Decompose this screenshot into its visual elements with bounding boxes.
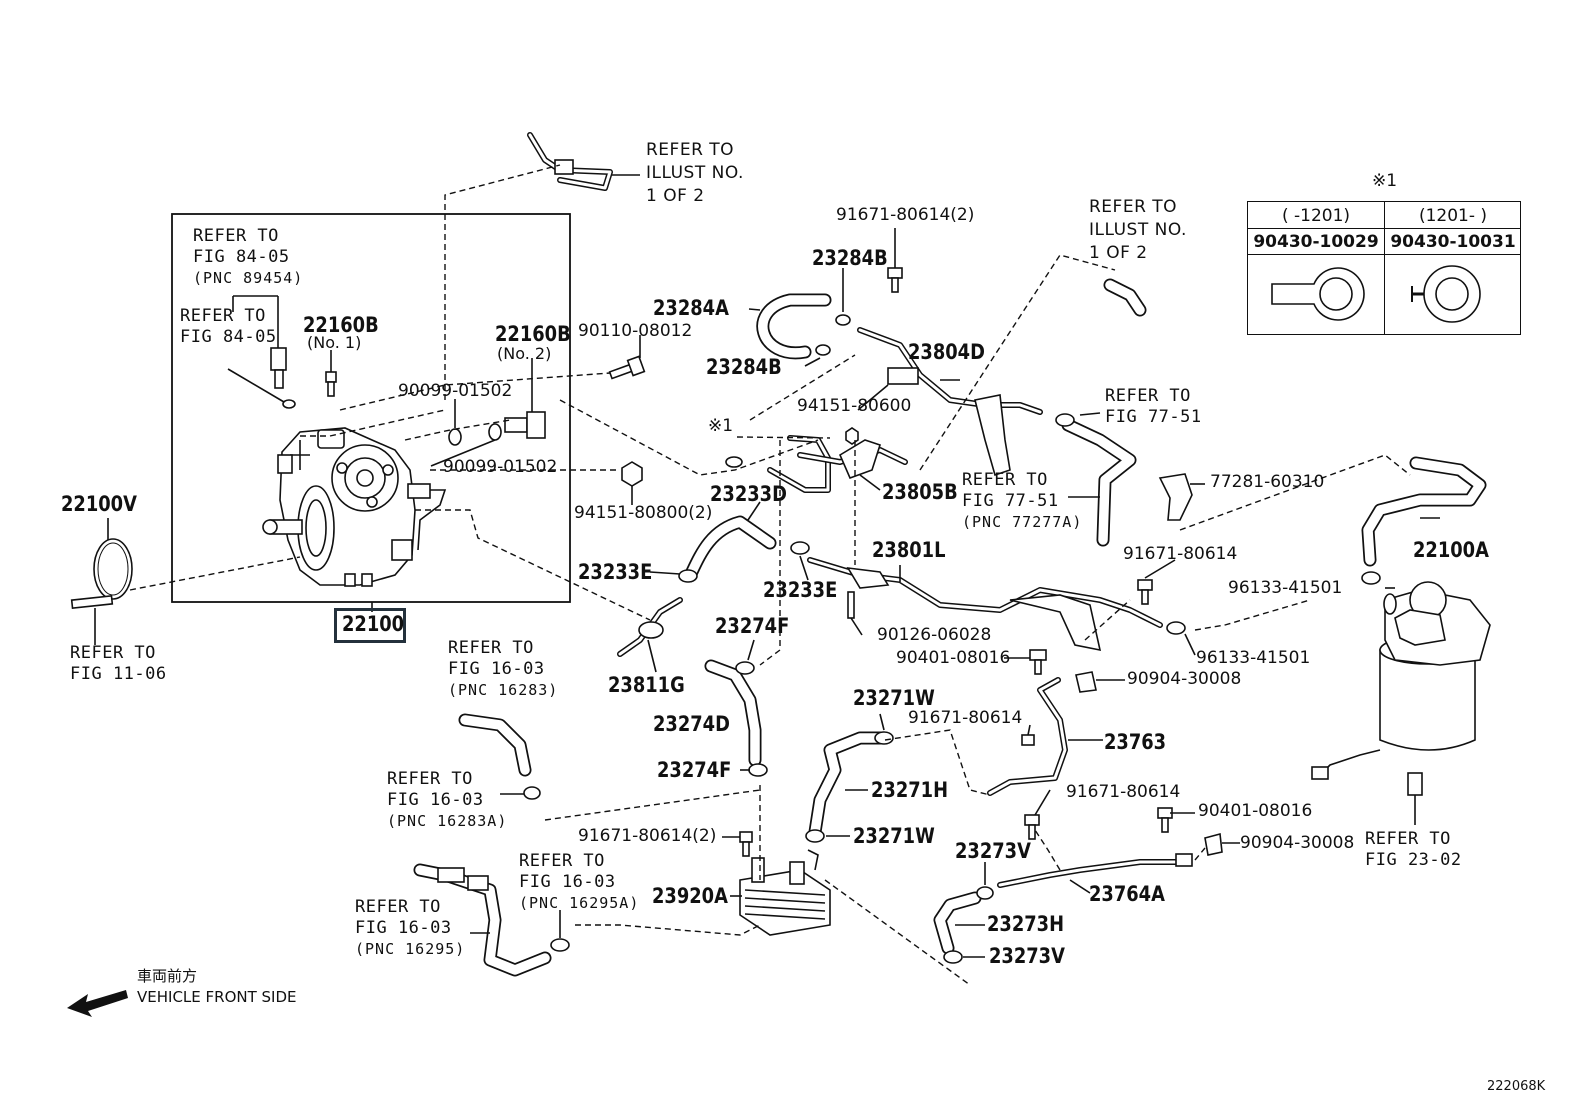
part-23284b-top[interactable]: 23284B <box>812 246 888 270</box>
part-90904-30008-b[interactable]: 90904-30008 <box>1240 833 1355 853</box>
part-90401-08016-b[interactable]: 90401-08016 <box>1198 801 1313 821</box>
part-23273h[interactable]: 23273H <box>987 912 1065 936</box>
table-marker: ※1 <box>1372 171 1398 191</box>
part-90401-08016-a[interactable]: 90401-08016 <box>896 648 1011 668</box>
front-side-en: VEHICLE FRONT SIDE <box>137 988 297 1006</box>
part-22100[interactable]: 22100 <box>342 612 405 636</box>
part-94151-80800[interactable]: 94151-80800(2) <box>574 503 713 523</box>
part-22160b-no2[interactable]: 22160B <box>495 322 571 346</box>
part-90904-30008-a[interactable]: 90904-30008 <box>1127 669 1242 689</box>
part-23233e-right[interactable]: 23233E <box>763 578 838 602</box>
part-77281-60310[interactable]: 77281-60310 <box>1210 472 1325 492</box>
part-23274f-bottom[interactable]: 23274F <box>657 758 732 782</box>
part-90110-08012[interactable]: 90110-08012 <box>578 321 693 341</box>
part-23233e-left[interactable]: 23233E <box>578 560 653 584</box>
part-23284a[interactable]: 23284A <box>653 296 729 320</box>
part-23804d[interactable]: 23804D <box>908 340 985 364</box>
part-94151-80600[interactable]: 94151-80600 <box>797 396 912 416</box>
highlighted-part-box[interactable] <box>334 608 406 643</box>
table-column-divider <box>1384 202 1385 334</box>
part-23801l[interactable]: 23801L <box>872 538 946 562</box>
part-23273v-top[interactable]: 23273V <box>955 839 1031 863</box>
part-23271w-top[interactable]: 23271W <box>853 686 935 710</box>
part-96133-41501-a[interactable]: 96133-41501 <box>1228 578 1343 598</box>
pump-assembly-box <box>171 213 571 603</box>
part-23273v-bottom[interactable]: 23273V <box>989 944 1065 968</box>
table-range-col2: (1201- ) <box>1418 206 1488 226</box>
part-23271h[interactable]: 23271H <box>871 778 949 802</box>
washer-shapes <box>1271 265 1481 323</box>
part-22100a[interactable]: 22100A <box>1413 538 1489 562</box>
part-91671-80614-mid[interactable]: 91671-80614 <box>908 708 1023 728</box>
table-part-row: 90430-10029 90430-10031 <box>1248 228 1520 255</box>
part-22160b-no1[interactable]: 22160B <box>303 313 379 337</box>
part-90099-01502-a[interactable]: 90099-01502 <box>398 381 513 401</box>
table-range-col1: ( -1201) <box>1281 206 1351 226</box>
sensor-drawing <box>270 347 287 371</box>
injection-pump-drawing <box>262 427 447 587</box>
washer-variant-table: ( -1201) (1201- ) 90430-10029 90430-1003… <box>1247 201 1521 335</box>
part-90099-01502-b[interactable]: 90099-01502 <box>443 457 558 477</box>
front-arrow-icon <box>67 990 128 1017</box>
part-23920a[interactable]: 23920A <box>652 884 728 908</box>
part-96133-41501-b[interactable]: 96133-41501 <box>1196 648 1311 668</box>
part-23811g[interactable]: 23811G <box>608 673 685 697</box>
part-22160b-no1-sub: (No. 1) <box>307 333 362 352</box>
part-23274f-top[interactable]: 23274F <box>715 614 790 638</box>
part-23233d[interactable]: 23233D <box>710 482 787 506</box>
part-91671-80614-low[interactable]: 91671-80614 <box>1066 782 1181 802</box>
part-23274d[interactable]: 23274D <box>653 712 730 736</box>
table-part-col1[interactable]: 90430-10029 <box>1253 232 1379 252</box>
table-part-col2[interactable]: 90430-10031 <box>1390 232 1516 252</box>
part-91671-80614-2-top[interactable]: 91671-80614(2) <box>836 205 975 225</box>
diagram-id: 222068K <box>1487 1079 1546 1094</box>
table-range-row: ( -1201) (1201- ) <box>1248 202 1520 229</box>
part-22100v[interactable]: 22100V <box>61 492 137 516</box>
part-90126-06028[interactable]: 90126-06028 <box>877 625 992 645</box>
part-23805b[interactable]: 23805B <box>882 480 958 504</box>
part-23763[interactable]: 23763 <box>1104 730 1167 754</box>
part-91671-80614-2-low[interactable]: 91671-80614(2) <box>578 826 717 846</box>
front-side-jp: 車両前方 <box>137 967 198 985</box>
marker-x1: ※1 <box>708 416 734 436</box>
part-22160b-no2-sub: (No. 2) <box>497 344 552 363</box>
part-91671-80614-right[interactable]: 91671-80614 <box>1123 544 1238 564</box>
part-23271w-bottom[interactable]: 23271W <box>853 824 935 848</box>
part-23764a[interactable]: 23764A <box>1089 882 1165 906</box>
part-23284b-bottom[interactable]: 23284B <box>706 355 782 379</box>
